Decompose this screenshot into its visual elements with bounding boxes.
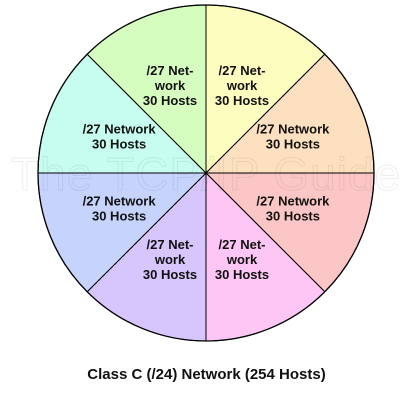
watermark: The TCP/IP Guide [11, 148, 401, 200]
slice-label-line: 30 Hosts [143, 93, 197, 108]
slice-label-line: work [226, 252, 258, 267]
slice-label-line: 30 Hosts [143, 267, 197, 282]
slice-label-line: 30 Hosts [215, 267, 269, 282]
diagram-caption: Class C (/24) Network (254 Hosts) [87, 366, 326, 383]
slice-label-line: /27 Net- [219, 237, 266, 252]
slice-label-line: 30 Hosts [266, 209, 320, 224]
pie-slices [37, 4, 375, 342]
pie-outline [37, 4, 375, 342]
slice-label-line: work [154, 252, 186, 267]
slice-label-line: work [226, 78, 258, 93]
slice-label-line: work [154, 78, 186, 93]
slice-label-line: 30 Hosts [92, 137, 146, 152]
slice-label-line: /27 Network [83, 194, 157, 209]
slice-label-line: /27 Network [83, 122, 157, 137]
slice-label-line: 30 Hosts [215, 93, 269, 108]
slice-label-line: /27 Net- [147, 237, 194, 252]
slice-label-line: /27 Net- [147, 63, 194, 78]
slice-label-line: /27 Net- [219, 63, 266, 78]
slice-label-line: 30 Hosts [92, 209, 146, 224]
slice-label-line: /27 Network [256, 194, 330, 209]
slice-label-line: /27 Network [256, 122, 330, 137]
slice-label-line: 30 Hosts [266, 137, 320, 152]
